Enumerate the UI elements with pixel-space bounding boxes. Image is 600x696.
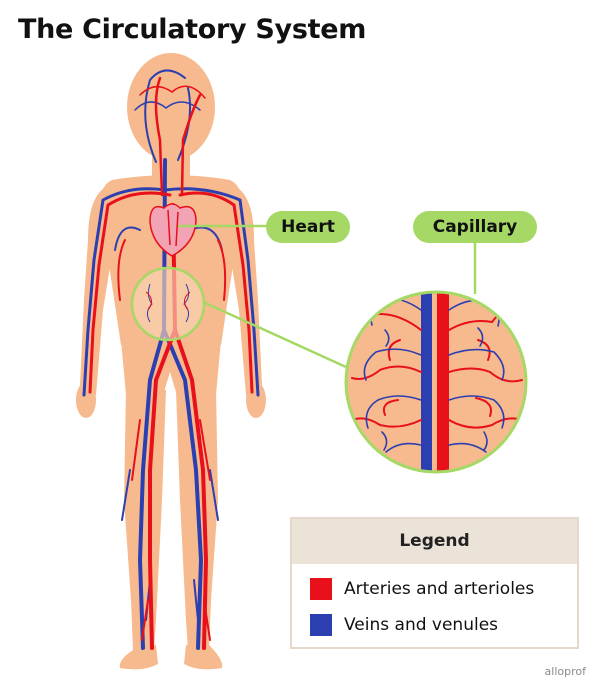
artery-swatch (310, 578, 332, 600)
legend-item-arteries: Arteries and arterioles (310, 577, 534, 601)
page-title: The Circulatory System (18, 14, 367, 45)
body-silhouette (76, 53, 266, 670)
heart-label: Heart (266, 211, 350, 243)
vein-swatch (310, 614, 332, 636)
capillary-zoom-circle (344, 290, 528, 474)
callout-connectors (178, 224, 477, 369)
legend: Legend Arteries and arterioles Veins and… (290, 517, 579, 649)
legend-item-label: Veins and venules (344, 615, 499, 635)
brand-logo: alloprof (544, 665, 586, 678)
legend-item-label: Arteries and arterioles (344, 579, 535, 599)
legend-item-veins: Veins and venules (310, 613, 498, 637)
capillary-label: Capillary (413, 211, 537, 243)
capillary-source-circle (130, 266, 206, 342)
legend-title: Legend (292, 519, 577, 564)
heart-organ (149, 203, 197, 257)
